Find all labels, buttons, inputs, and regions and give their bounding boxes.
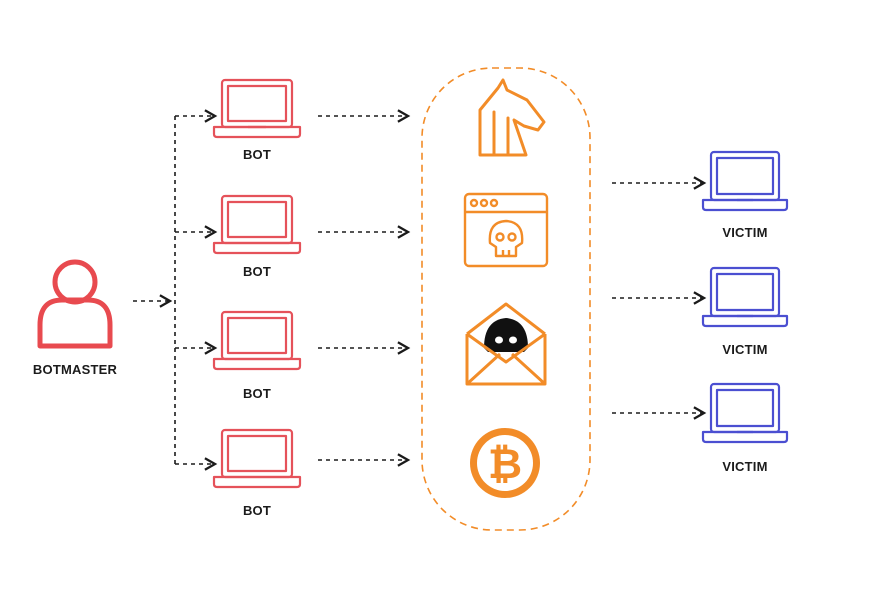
phishing-envelope-icon — [465, 302, 547, 386]
bot-2-label: BOT — [242, 264, 272, 279]
victim-1-laptop-icon — [701, 150, 789, 212]
payload-to-victim-arrows — [612, 176, 707, 420]
malware-window-skull-icon — [463, 192, 549, 268]
botmaster-user-icon — [37, 259, 113, 349]
botmaster-connectors — [133, 109, 218, 471]
bot-4-label: BOT — [242, 503, 272, 518]
bot-1-label: BOT — [242, 147, 272, 162]
bot-4-laptop-icon — [212, 428, 302, 489]
trojan-horse-icon — [478, 78, 546, 157]
botmaster-label: BOTMASTER — [32, 362, 118, 377]
payload-container — [421, 67, 591, 531]
bot-3-label: BOT — [242, 386, 272, 401]
victim-2-label: VICTIM — [722, 342, 768, 357]
bot-to-payload-arrows — [318, 109, 411, 467]
victim-3-laptop-icon — [701, 382, 789, 444]
bitcoin-icon: ₿ — [470, 428, 540, 498]
victim-1-label: VICTIM — [722, 225, 768, 240]
bot-3-laptop-icon — [212, 310, 302, 371]
victim-2-laptop-icon — [701, 266, 789, 328]
bot-1-laptop-icon — [212, 78, 302, 139]
svg-text:₿: ₿ — [488, 439, 522, 488]
victim-3-label: VICTIM — [722, 459, 768, 474]
bot-2-laptop-icon — [212, 194, 302, 255]
